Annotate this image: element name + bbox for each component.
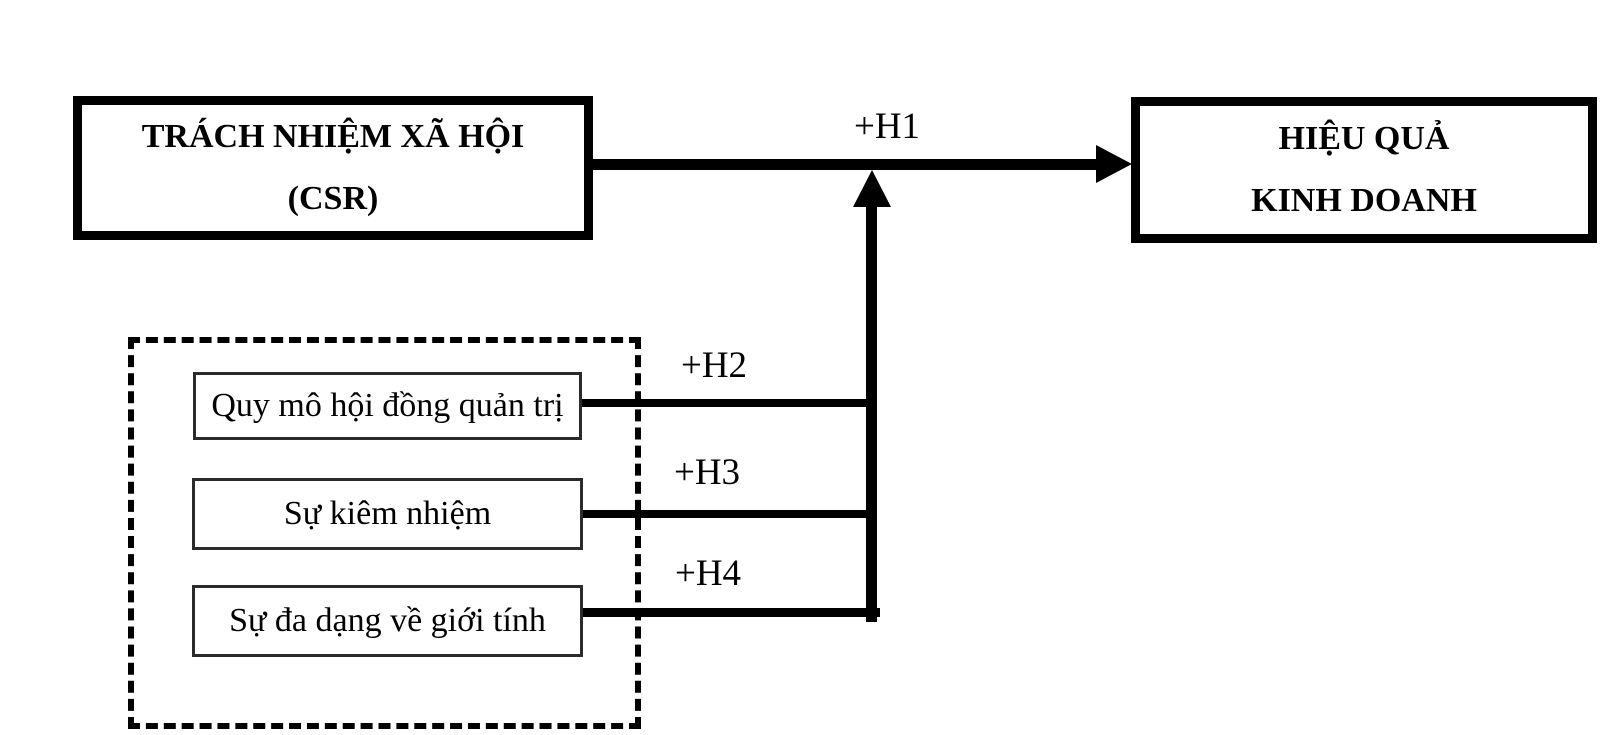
factor-box-board-size: Quy mô hội đồng quản trị [193,372,582,440]
h4-connector-line [583,608,880,617]
performance-box-title-line2: KINH DOANH [1251,182,1477,219]
h1-arrowhead-icon [1096,145,1132,183]
h1-label: +H1 [853,106,921,147]
performance-box: HIỆU QUẢ KINH DOANH [1131,97,1597,243]
csr-box: TRÁCH NHIỆM XÃ HỘI (CSR) [73,96,593,240]
moderator-group-box [128,337,641,729]
h2-connector-line [582,399,877,407]
moderation-arrow-line [866,198,877,622]
h3-connector-line [583,510,877,518]
factor-box-gender-diversity: Sự đa dạng về giới tính [192,585,583,657]
factor-box-gender-diversity-label: Sự đa dạng về giới tính [229,602,546,639]
csr-box-title-line2: (CSR) [287,180,379,217]
moderation-arrowhead-icon [853,170,891,207]
factor-box-board-size-label: Quy mô hội đồng quản trị [211,387,564,424]
factor-box-duality: Sự kiêm nhiệm [192,478,583,550]
h2-label: +H2 [680,345,748,386]
performance-box-title-line1: HIỆU QUẢ [1278,120,1450,157]
h4-label: +H4 [674,553,742,594]
h3-label: +H3 [673,452,741,493]
csr-box-title-line1: TRÁCH NHIỆM XÃ HỘI [141,118,525,155]
h1-arrow-line [593,159,1103,170]
factor-box-duality-label: Sự kiêm nhiệm [283,495,492,532]
